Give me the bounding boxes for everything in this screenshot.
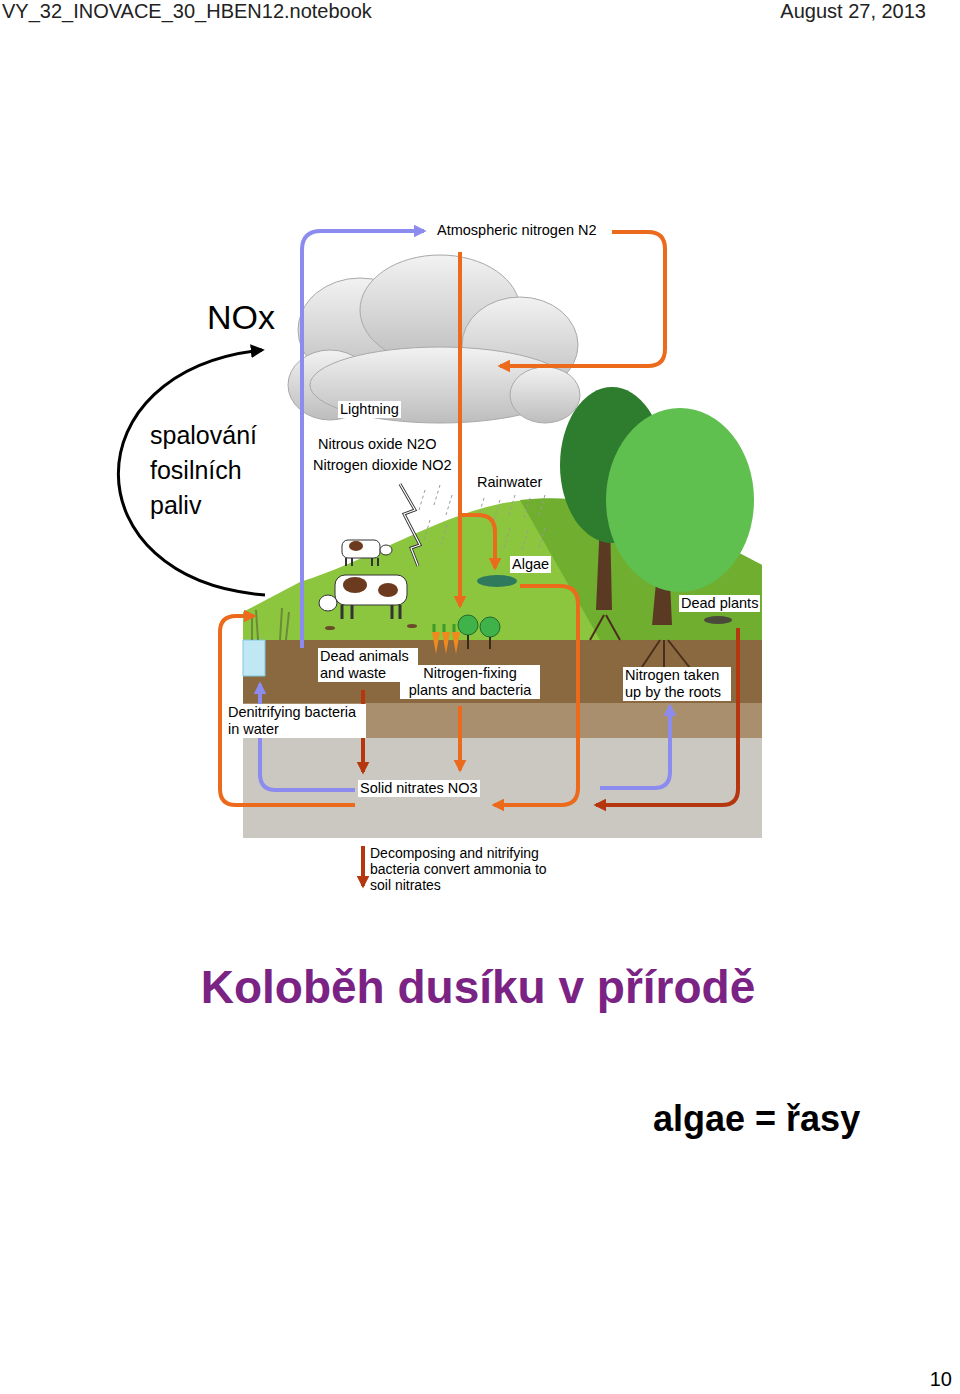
- atmosphere-label: Atmospheric nitrogen N2: [435, 222, 599, 239]
- cow-legs: [342, 605, 400, 619]
- trees: [560, 387, 754, 680]
- reeds: [252, 608, 289, 640]
- cow-head: [319, 595, 337, 611]
- cow-head: [380, 545, 392, 555]
- cloud-puff: [510, 367, 580, 423]
- algae-label: Algae: [510, 556, 551, 573]
- nitrogen-dioxide-label: Nitrogen dioxide NO2: [311, 457, 454, 474]
- nitrogen-fixing-label: Nitrogen-fixing plants and bacteria: [400, 665, 540, 699]
- rain-down-arrow: [458, 252, 462, 606]
- cow-legs: [346, 558, 378, 566]
- bedrock-layer: [243, 735, 762, 838]
- algae-patch: [477, 575, 517, 587]
- combustion-label: spalování fosilních paliv: [150, 418, 275, 523]
- rain-drops: [419, 485, 545, 550]
- legend-text: Decomposing and nitrifying bacteria conv…: [370, 845, 560, 893]
- nitrous-oxide-label: Nitrous oxide N2O: [316, 436, 438, 453]
- page-number: 10: [930, 1368, 952, 1391]
- dead-plants-decay-arrow: [596, 628, 738, 805]
- rain-cloud: [288, 255, 580, 566]
- dead-plant-litter: [704, 616, 732, 624]
- crops: [432, 615, 500, 654]
- pond-water: [243, 640, 265, 676]
- lightning-label: Lightning: [338, 401, 401, 418]
- rain-to-algae-arrow: [462, 515, 495, 568]
- lightning-bolt-core: [400, 484, 420, 566]
- cabbage: [480, 617, 500, 637]
- tree-crown: [606, 408, 754, 592]
- cow-spot: [378, 583, 398, 597]
- cow-spot: [343, 577, 367, 593]
- legend-arrow-sample: [361, 846, 365, 886]
- rainwater-label: Rainwater: [475, 474, 544, 491]
- cow-body: [342, 540, 380, 558]
- fixation-arrow: [500, 232, 665, 366]
- denitrifying-label: Denitrifying bacteria in water: [226, 704, 366, 738]
- translation-note: algae = řasy: [653, 1098, 860, 1140]
- carrot-leaves: [434, 624, 454, 632]
- cabbage: [458, 615, 478, 635]
- cow-spot: [349, 541, 363, 551]
- slide-title: Koloběh dusíku v přírodě: [0, 960, 958, 1014]
- topsoil-layer: [243, 635, 762, 703]
- fixing-to-nitrates-arrow: [458, 706, 462, 770]
- solid-nitrates-label: Solid nitrates NO3: [358, 780, 480, 797]
- file-name-header: VY_32_INOVACE_30_HBEN12.notebook: [2, 0, 372, 23]
- date-header: August 27, 2013: [780, 0, 926, 23]
- carrots: [432, 632, 460, 654]
- cow-dung: [325, 626, 335, 630]
- cow-dung: [407, 624, 417, 628]
- root-uptake-label: Nitrogen taken up by the roots: [623, 667, 731, 701]
- nox-label: NOx: [207, 298, 275, 337]
- crop-roots: [468, 635, 490, 649]
- root-uptake-arrow: [600, 706, 670, 788]
- cows: [319, 540, 417, 630]
- cycle-arrows: [118, 231, 738, 886]
- cow-body: [335, 575, 407, 605]
- lightning-bolt: [400, 484, 420, 566]
- dead-plants-label: Dead plants: [679, 595, 760, 612]
